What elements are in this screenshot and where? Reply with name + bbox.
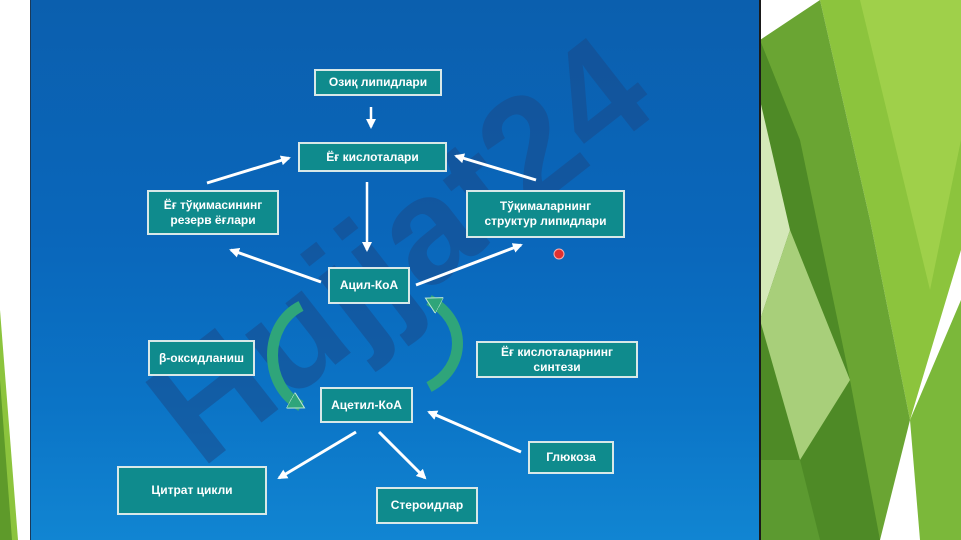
node-label: Тўқималарнинг структур липидлари (484, 199, 607, 228)
node-label: Стероидлар (390, 498, 464, 512)
node-atsil-koa: Ацил-КоА (328, 267, 410, 304)
node-label: Глюкоза (546, 450, 596, 464)
node-beta-oksidlanish: β-оксидланиш (148, 340, 255, 376)
node-label: Цитрат цикли (151, 483, 233, 497)
node-label: Ёғ тўқимасининг резерв ёғлари (163, 197, 263, 227)
node-label: β-оксидланиш (158, 350, 245, 365)
right-decoration (760, 0, 961, 540)
diagram-slide: Hujjat24 Озиқ липидлари Ёғ кислоталари Ё… (30, 0, 761, 540)
node-label: Ёғ кислоталарнинг синтези (501, 344, 613, 374)
node-steroidlar: Стероидлар (376, 487, 478, 524)
node-tuqima-strukt-lipid: Тўқималарнинг структур липидлари (466, 190, 625, 238)
pointer-cursor-icon (553, 248, 565, 260)
node-atsetil-koa: Ацетил-КоА (320, 387, 413, 423)
node-label: Ацил-КоА (339, 278, 399, 292)
node-yog-tuqima-rezerv: Ёғ тўқимасининг резерв ёғлари (147, 190, 279, 235)
node-tsitrat-tsikli: Цитрат цикли (117, 466, 267, 515)
node-ozik-lipidlari: Озиқ липидлари (314, 69, 442, 96)
node-label: Озиқ липидлари (328, 75, 428, 89)
node-label: Ёғ кислоталари (326, 149, 419, 164)
node-yog-kislotalari: Ёғ кислоталари (298, 142, 447, 172)
node-label: Ацетил-КоА (331, 397, 402, 412)
left-decoration (0, 0, 30, 540)
node-glyukoza: Глюкоза (528, 441, 614, 474)
node-yog-kislota-sintez: Ёғ кислоталарнинг синтези (476, 341, 638, 378)
